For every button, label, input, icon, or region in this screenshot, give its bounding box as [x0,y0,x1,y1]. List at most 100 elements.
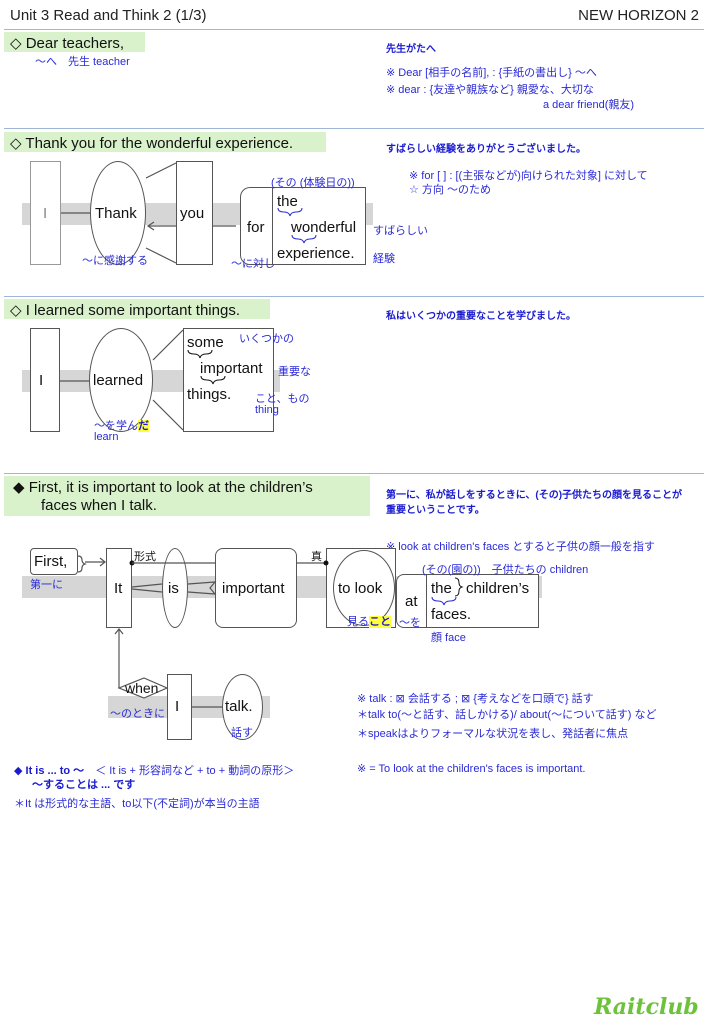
gloss-learned-highlight: だ [138,420,149,432]
it-box [106,548,132,628]
grammar-pattern: ＜ It is + 形容詞など + to + 動詞の原形＞ [95,765,295,777]
divider [4,128,704,129]
prep-bracket [240,187,272,265]
first-box [30,548,78,575]
grammar-meaning: 〜することは ... です [32,779,136,791]
note-1c: a dear friend(親友) [543,99,635,111]
np-the: the [277,193,298,210]
sentence-1: ◇ Dear teachers, [10,35,125,52]
subject-box [30,328,60,432]
textbook-name: NEW HORIZON 2 [578,7,699,24]
when-gloss: 〜のときに [110,708,165,720]
noun-phrase-box [183,328,274,432]
gloss-learned: 〜を学んだ [94,417,149,433]
verb-word: Thank [95,205,137,222]
sub-subject-box [167,674,192,740]
sentence-2: ◇ Thank you for the wonderful experience… [10,135,294,152]
sub-subject-word: I [175,698,180,715]
sentence-3: ◇ I learned some important things. [10,302,240,319]
grammar-title: ◆ It is ... to 〜 [14,765,85,777]
at-gloss: 〜を [399,617,421,629]
childrens-word: children’s [466,580,530,597]
at-word: at [405,593,418,610]
translation-2: すばらしい経験をありがとうございました。 [386,144,586,155]
at-bracket [396,574,426,628]
raitclub-logo: Raitclub [594,994,699,1020]
faces-gloss: 顔 face [431,632,466,644]
is-word: is [168,580,179,597]
gloss-things: こと、もの [255,393,310,405]
to-look-word: to look [338,580,383,597]
translation-4-line2: 重要ということです。 [386,505,485,516]
to-look-gloss-highlight: こと [369,616,391,628]
np-some: some [187,334,224,351]
verb-ellipse [89,328,153,432]
grammar-line: ◆ It is ... to 〜 ＜ It is + 形容詞など + to + … [14,762,294,778]
to-look-gloss-a: 見る [347,616,369,628]
np-wonderful: wonderful [291,219,357,236]
the-word: the [431,580,452,597]
talk-ellipse [222,674,263,740]
true-label: 真 [311,551,322,563]
note-1b: ※ dear : {友達や親族など} 親愛な、大切な [386,84,594,96]
important-box [215,548,297,628]
subject-word: I [43,205,48,222]
talk-note-3: ＊speakはよりフォーマルな状況を表し、発話者に焦点 [357,728,629,740]
sentence-highlight [4,476,370,516]
formal-label: 形式 [134,551,156,563]
gloss-important: 重要な [278,366,311,378]
is-ellipse [162,548,188,628]
lesson-title: Unit 3 Read and Think 2 (1/3) [10,7,207,24]
verb-word: learned [93,372,144,389]
translation-3: 私はいくつかの重要なことを学びました。 [386,311,576,322]
when-word: when [125,680,159,696]
gloss-learn: learn [94,431,119,443]
to-look-ellipse [333,550,395,626]
gloss-thing: thing [255,404,279,416]
gloss-experience: 経験 [373,253,395,265]
note-look: ※ look at children's faces とすると子供の顔一般を指す [386,541,655,553]
translation-4-line1: 第一に、私が話しをするときに、(その)子供たちの顔を見ることが [386,490,683,501]
gloss-thank: 〜に感謝する [82,255,148,267]
subject-word: I [39,372,44,389]
it-word: It [114,580,123,597]
equivalent-sentence: ※ = To look at the children's faces is i… [357,763,586,775]
sentence-highlight [4,299,270,319]
divider [4,296,704,297]
object-word: you [180,205,205,222]
first-gloss: 第一に [30,579,63,591]
sentence-4-line1: ◆ First, it is important to look at the … [13,479,313,496]
faces-word: faces. [431,606,472,623]
gloss-the: (その (体験日の)) [271,177,355,189]
noun-phrase-box [272,187,366,265]
to-look-gloss: 見ること [347,613,391,629]
sentence-highlight [4,132,326,152]
prep-word: for [247,219,265,236]
gloss-for: 〜に対し [231,258,275,270]
talk-word: talk. [225,698,253,715]
first-word: First, [34,553,68,570]
object-box [176,161,213,265]
talk-note-2: ＊talk to(〜と話す、話しかける)/ about(〜について話す) など [357,709,657,721]
note-2a: ※ for [ ] : [(主張などが)向けられた対象] に対して [409,170,648,182]
np-experience: experience. [277,245,355,262]
gloss-wonderful: すばらしい [373,225,428,237]
important-word: important [222,580,285,597]
grammar-note: ＊It は形式的な主語、to以下(不定詞)が本当の主語 [14,798,260,810]
np-things: things. [187,386,232,403]
np-important: important [200,360,263,377]
translation-1: 先生がたへ [386,44,436,55]
children-gloss: (その(園の)) 子供たちの children [422,564,589,576]
verb-ellipse [90,161,146,265]
gloss-learned-a: 〜を学ん [94,420,138,432]
sentence-highlight [4,32,145,52]
sentence-4-line2: faces when I talk. [41,497,157,514]
gloss-1: 〜へ 先生 teacher [35,56,130,68]
subject-box [30,161,61,265]
note-2b: ☆ 方向 〜のため [409,184,491,196]
gloss-some: いくつかの [239,333,294,345]
note-1a: ※ Dear [相手の名前], : {手紙の書出し} 〜へ [386,67,597,79]
divider [4,473,704,474]
divider [4,29,704,30]
talk-gloss: 話す [231,727,253,739]
